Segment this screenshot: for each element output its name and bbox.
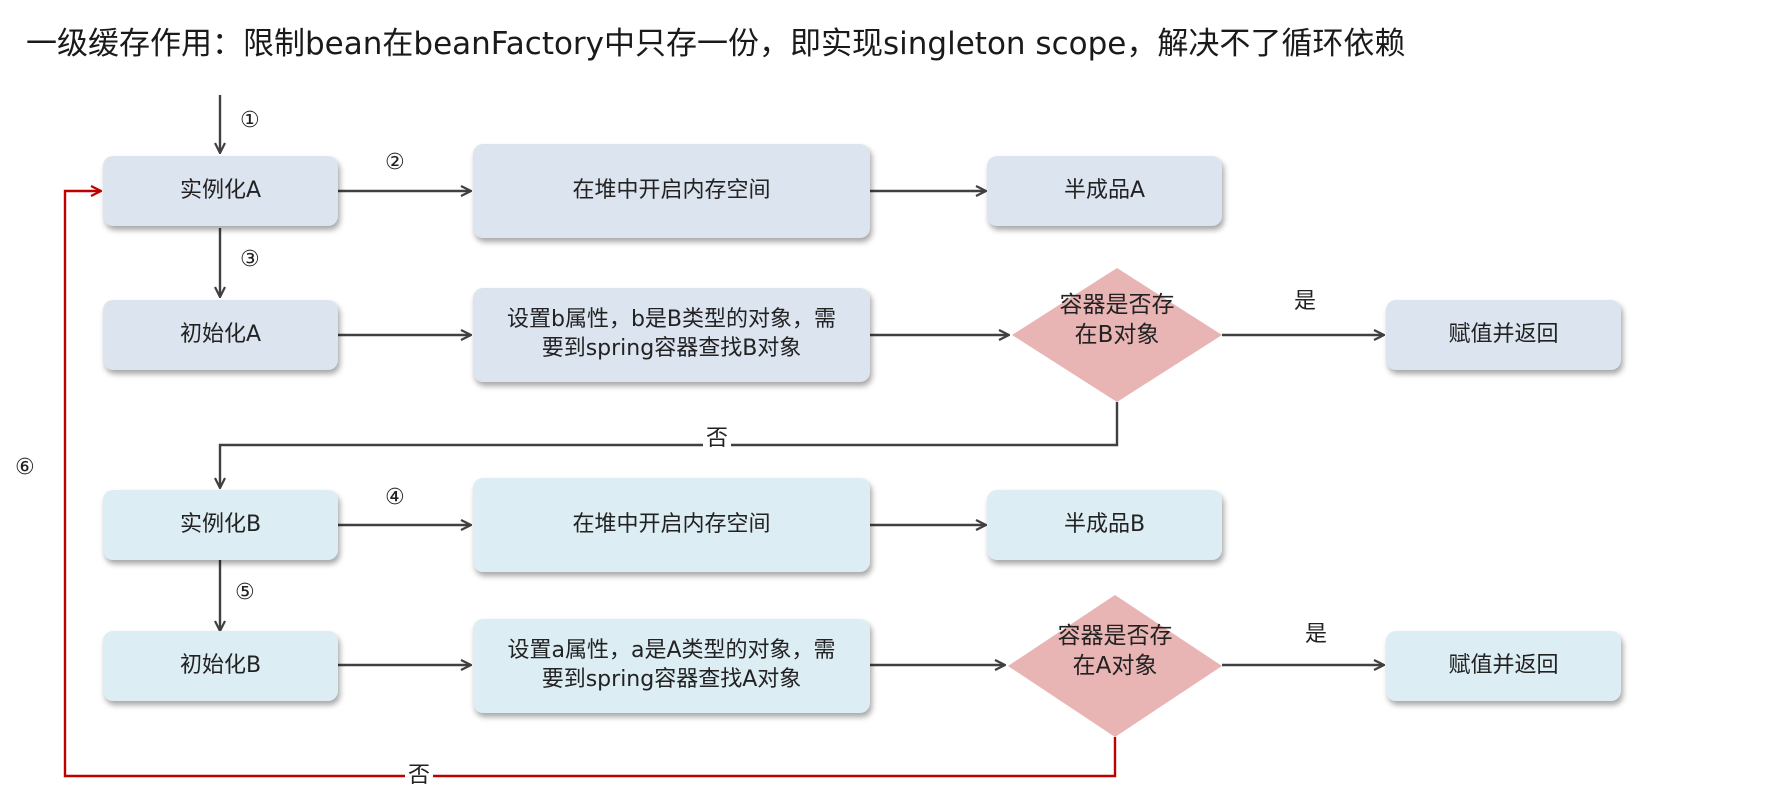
node-instantiate-a: 实例化A — [103, 156, 338, 226]
step-3-marker: ③ — [240, 247, 260, 272]
step-4-marker: ④ — [385, 485, 405, 510]
step-6-marker: ⑥ — [15, 455, 35, 480]
node-set-a-property: 设置a属性，a是A类型的对象，需要到spring容器查找A对象 — [473, 619, 870, 713]
decision-text-b: 容器是否存在B对象 — [1059, 292, 1175, 349]
arrow-loop-back — [63, 191, 1117, 778]
no-label-b: 否 — [703, 420, 732, 452]
node-assign-return-1: 赋值并返回 — [1386, 300, 1621, 370]
node-initialize-a: 初始化A — [103, 300, 338, 370]
node-heap-space-a: 在堆中开启内存空间 — [473, 144, 870, 238]
step-5-marker: ⑤ — [235, 580, 255, 605]
node-instantiate-b: 实例化B — [103, 490, 338, 560]
arrow-decision-b-no — [220, 402, 1119, 487]
step-2-marker: ② — [385, 150, 405, 175]
node-assign-return-2: 赋值并返回 — [1386, 631, 1621, 701]
step-1-marker: ① — [240, 108, 260, 133]
no-label-a: 否 — [405, 757, 434, 789]
node-set-b-property: 设置b属性，b是B类型的对象，需要到spring容器查找B对象 — [473, 288, 870, 382]
decision-text-a: 容器是否存在A对象 — [1057, 623, 1173, 680]
decision-diamond-a — [1008, 595, 1222, 737]
yes-label-b: 是 — [1291, 283, 1320, 315]
node-half-product-a: 半成品A — [987, 156, 1222, 226]
node-heap-space-b: 在堆中开启内存空间 — [473, 478, 870, 572]
page-title: 一级缓存作用：限制bean在beanFactory中只存一份，即实现single… — [26, 26, 1406, 62]
yes-label-a: 是 — [1302, 616, 1331, 648]
node-half-product-b: 半成品B — [987, 490, 1222, 560]
node-initialize-b: 初始化B — [103, 631, 338, 701]
decision-diamond-b — [1012, 268, 1222, 402]
